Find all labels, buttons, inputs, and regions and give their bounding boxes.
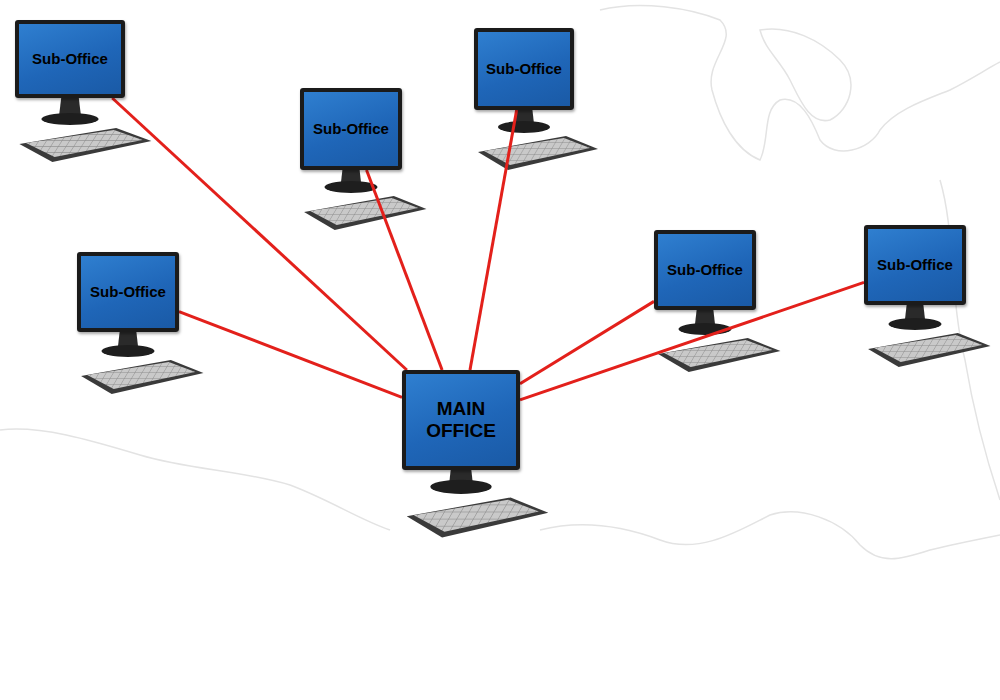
link-line [520,301,654,383]
office-monitor: Sub-Office [654,230,756,310]
office-label: MAIN OFFICE [416,398,506,442]
lake-outline [760,29,851,121]
network-link [520,301,654,383]
office-monitor: Sub-Office [77,252,179,332]
office-label: Sub-Office [486,60,562,77]
link-line [179,312,402,398]
office-monitor: Sub-Office [864,225,966,305]
monitor-kit [407,462,549,538]
network-link [366,170,442,370]
network-link [470,110,517,370]
lake-shore [600,5,1000,160]
link-line [470,110,517,370]
main-monitor: MAIN OFFICE [402,370,520,470]
office-monitor: Sub-Office [300,88,402,170]
network-link [179,312,402,398]
border-line [0,429,390,530]
office-label: Sub-Office [877,256,953,273]
office-label: Sub-Office [32,50,108,67]
monitor-kit [304,166,426,230]
office-label: Sub-Office [667,261,743,278]
monitor-kit [81,330,203,394]
office-monitor: Sub-Office [474,28,574,110]
office-label: Sub-Office [313,120,389,137]
coast-line [540,512,1000,559]
link-line [366,170,442,370]
monitor-kit [478,106,598,170]
monitor-kit [19,98,151,162]
office-monitor: Sub-Office [15,20,125,98]
office-label: Sub-Office [90,283,166,300]
monitor-kit [868,303,990,367]
